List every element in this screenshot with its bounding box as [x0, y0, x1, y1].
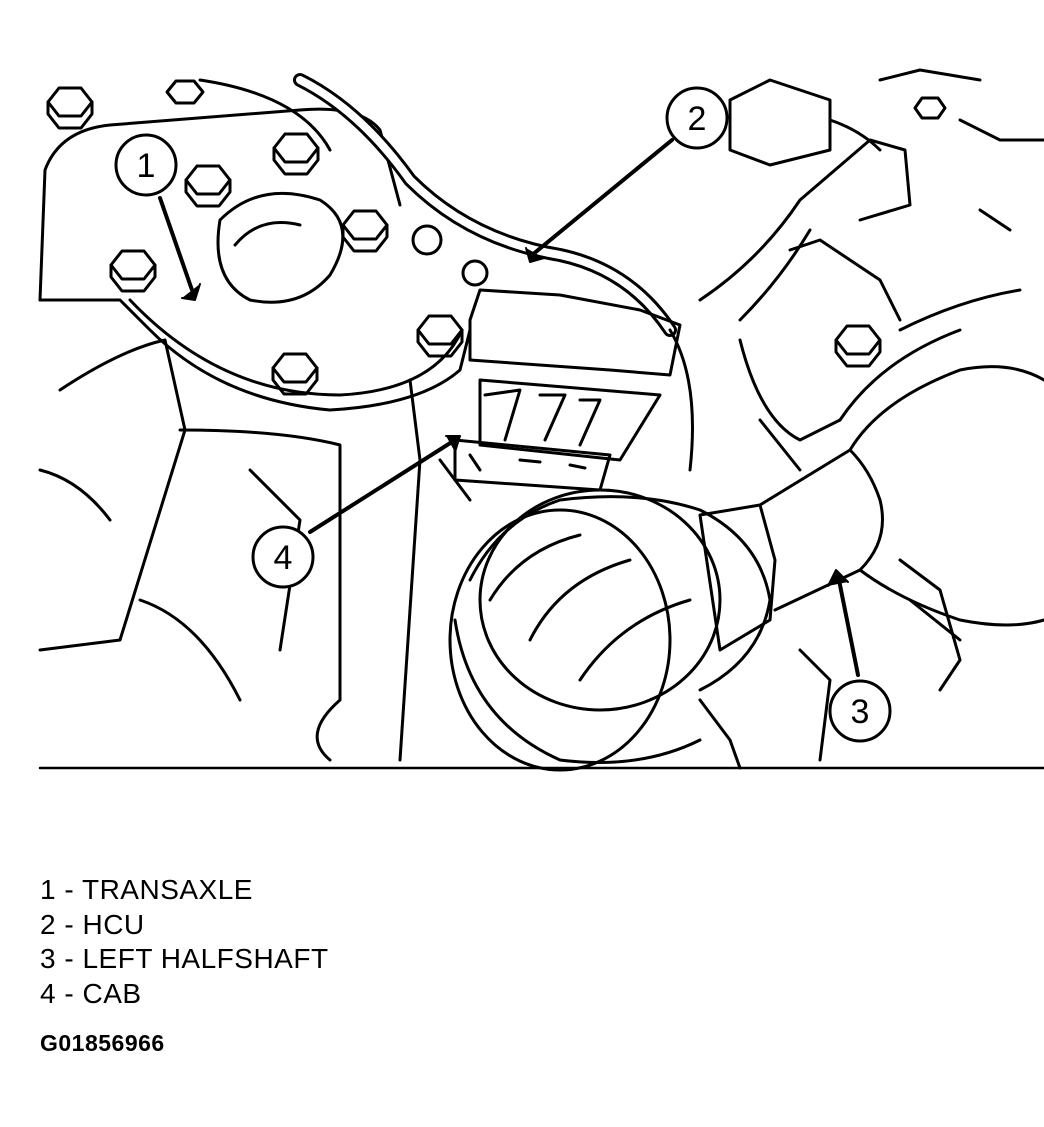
legend-number: 4 [40, 977, 57, 1009]
suspension-drawing [698, 68, 1044, 770]
callout-3-number: 3 [851, 693, 870, 731]
hcu-drawing [468, 78, 882, 462]
legend-separator: - [56, 977, 83, 1009]
legend: 1 - TRANSAXLE 2 - HCU 3 - LEFT HALFSHAFT… [40, 873, 329, 1011]
transaxle-housing-drawing [38, 107, 472, 762]
callout-1-number: 1 [137, 147, 156, 185]
callout-leaders [158, 138, 860, 677]
callout-2: 2 [665, 86, 729, 150]
legend-item-hcu: 2 - HCU [40, 908, 329, 943]
cab-drawing [453, 438, 612, 492]
wiring-harness-drawing [198, 73, 912, 472]
legend-item-cab: 4 - CAB [40, 977, 329, 1012]
callout-4: 4 [251, 525, 315, 589]
component-location-illustration: 1 2 3 4 [38, 68, 1044, 772]
legend-number: 3 [40, 943, 57, 974]
legend-separator: - [56, 908, 83, 940]
legend-separator: - [56, 943, 83, 974]
callout-4-number: 4 [274, 539, 293, 577]
legend-number: 1 [40, 874, 57, 905]
legend-label: LEFT HALFSHAFT [82, 943, 329, 974]
legend-number: 2 [40, 908, 57, 940]
callout-1: 1 [114, 133, 178, 197]
figure-id: G01856966 [40, 1030, 165, 1056]
legend-separator: - [56, 874, 82, 905]
legend-label: TRANSAXLE [81, 874, 253, 905]
bolts-drawing [46, 79, 947, 396]
callout-2-number: 2 [688, 100, 707, 138]
callout-3: 3 [828, 679, 892, 743]
left-halfshaft-drawing [758, 288, 1044, 627]
halfshaft-boot-drawing [448, 488, 777, 772]
legend-item-left-halfshaft: 3 - LEFT HALFSHAFT [40, 942, 329, 977]
legend-label: CAB [82, 977, 142, 1009]
legend-label: HCU [82, 908, 145, 940]
legend-item-transaxle: 1 - TRANSAXLE [40, 873, 329, 908]
